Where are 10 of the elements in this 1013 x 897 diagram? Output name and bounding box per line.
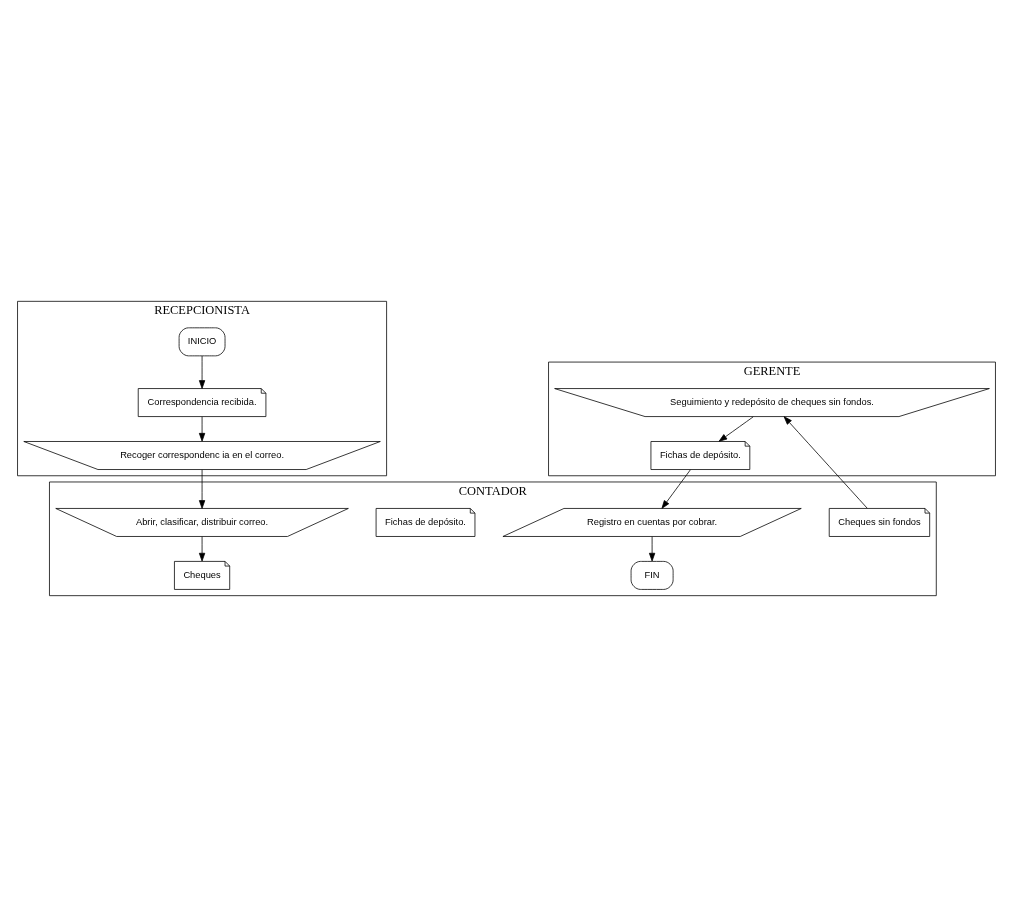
arrow xyxy=(649,536,656,562)
node-box: FIN xyxy=(630,561,674,590)
arrow xyxy=(198,469,206,509)
arrow xyxy=(198,355,206,389)
arrow xyxy=(661,469,691,509)
arrow xyxy=(783,416,868,509)
node-box: INICIO xyxy=(178,327,226,357)
arrow xyxy=(198,536,206,562)
arrow xyxy=(718,416,754,442)
arrow xyxy=(198,416,206,442)
